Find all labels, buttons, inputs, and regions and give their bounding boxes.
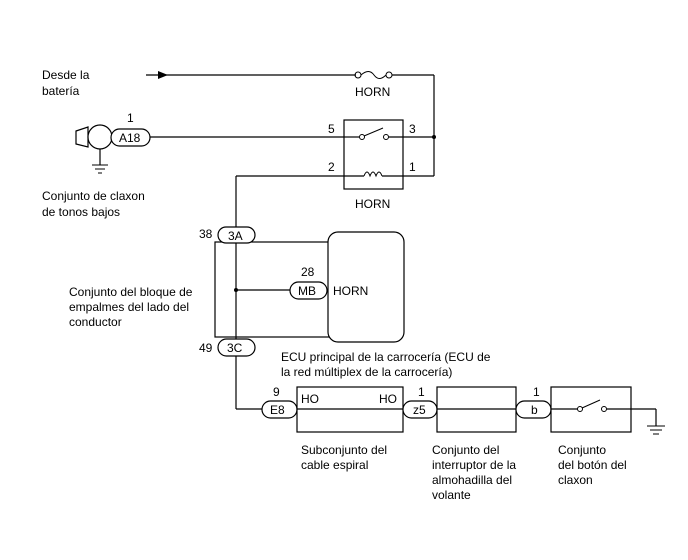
horn-label-line1: Conjunto de claxon <box>42 189 145 203</box>
relay-pin5-label: 5 <box>328 122 335 136</box>
spiral-label-line2: cable espiral <box>301 458 368 472</box>
pad-switch-label-line1: Conjunto del <box>432 443 499 457</box>
relay-switch-icon <box>359 127 389 140</box>
relay-pin2-label: 2 <box>328 160 335 174</box>
button-label-line3: claxon <box>558 473 593 487</box>
z5-connector-label: z5 <box>413 403 426 417</box>
mb-pin-label: 28 <box>301 265 315 279</box>
body-ecu-label-line2: la red múltiplex de la carrocería) <box>281 365 452 379</box>
horn-label-line2: de tonos bajos <box>42 205 120 219</box>
z5-pin-label: 1 <box>418 385 425 399</box>
e8-pin-label: 9 <box>273 385 280 399</box>
relay-coil-icon <box>363 171 383 178</box>
b-pin-label: 1 <box>533 385 540 399</box>
horn-relay <box>343 119 404 190</box>
3c-pin-label: 49 <box>199 341 213 355</box>
button-label-line2: del botón del <box>558 458 627 472</box>
b-connector-label: b <box>531 403 538 417</box>
horn-speaker-icon <box>75 124 113 150</box>
mb-connector-label: MB <box>298 284 316 298</box>
battery-label-line1: Desde la <box>42 68 90 82</box>
body-ecu-box <box>327 231 405 343</box>
junction-label-line2: empalmes del lado del <box>69 300 189 314</box>
relay-pin3-label: 3 <box>409 122 416 136</box>
ho-left-label: HO <box>301 392 319 406</box>
horn-fuse-label: HORN <box>355 85 390 99</box>
connector-mb <box>289 281 328 300</box>
spiral-label-line1: Subconjunto del <box>301 443 387 457</box>
a18-connector-label: A18 <box>119 131 141 145</box>
pad-switch-label-line4: volante <box>432 488 471 502</box>
battery-label-line2: batería <box>42 84 80 98</box>
horn-ground-icon <box>92 164 108 174</box>
e8-connector-label: E8 <box>270 403 285 417</box>
pad-switch-label-line3: almohadilla del <box>432 473 512 487</box>
ecu-horn-label: HORN <box>333 284 368 298</box>
3c-connector-label: 3C <box>227 341 243 355</box>
horn-button-switch-icon <box>577 399 607 412</box>
3a-pin-label: 38 <box>199 227 213 241</box>
junction-label-line3: conductor <box>69 315 122 329</box>
junction-label-line1: Conjunto del bloque de <box>69 285 193 299</box>
feed-arrow <box>158 71 168 79</box>
pad-switch-label-line2: interruptor de la <box>432 458 516 472</box>
relay-pin1-label: 1 <box>409 160 416 174</box>
body-ecu-label-line1: ECU principal de la carrocería (ECU de <box>281 350 491 364</box>
ho-right-label: HO <box>379 392 397 406</box>
a18-pin-label: 1 <box>127 111 134 125</box>
3a-connector-label: 3A <box>228 229 243 243</box>
button-ground-icon <box>647 425 665 435</box>
horn-relay-label: HORN <box>355 197 390 211</box>
horn-fuse <box>354 71 393 79</box>
button-label-line1: Conjunto <box>558 443 606 457</box>
